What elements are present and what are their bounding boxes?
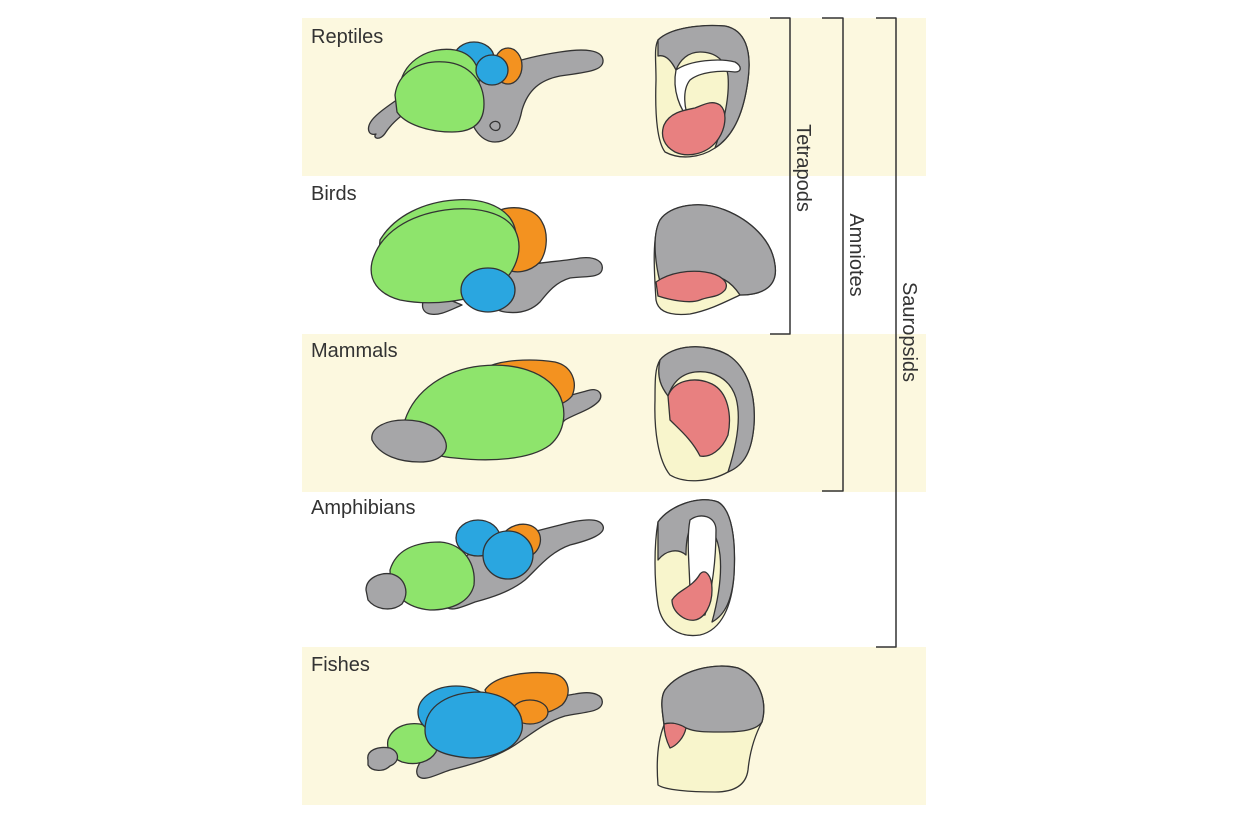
reptile-brain: [367, 41, 604, 143]
amphibian-optic-tectum: [482, 530, 534, 580]
label-fishes: Fishes: [311, 654, 370, 676]
mammal-forebrain: [404, 364, 565, 461]
reptile-forebrain: [394, 61, 485, 133]
mammal-section: [654, 346, 755, 482]
amphibian-forebrain: [389, 541, 475, 611]
amphibian-olfactory: [365, 572, 407, 610]
reptile-pituitary: [489, 120, 501, 132]
reptile-dvr: [661, 102, 726, 156]
bird-dvr: [655, 270, 727, 303]
label-birds: Birds: [311, 183, 357, 205]
fish-pallium-gray: [661, 665, 765, 733]
bracket-label-tetrapods: Tetrapods: [792, 124, 814, 212]
reptile-section: [654, 24, 750, 158]
bird-optic-tectum: [460, 267, 516, 313]
amphibian-section: [654, 499, 736, 637]
bracket-label-sauropsids: Sauropsids: [898, 282, 920, 382]
bracket-amniotes: [822, 17, 844, 492]
fish-section: [656, 665, 765, 793]
bracket-label-amniotes: Amniotes: [845, 213, 867, 296]
label-reptiles: Reptiles: [311, 26, 384, 48]
mammal-olfactory: [371, 419, 447, 463]
fish-pallium-red: [663, 722, 687, 749]
label-mammals: Mammals: [311, 340, 398, 362]
fish-brain: [367, 672, 603, 779]
mammal-striatum: [667, 379, 731, 457]
fish-olfactory: [367, 746, 399, 772]
amphibian-pallium-red: [671, 571, 713, 621]
bird-section: [653, 204, 777, 316]
fish-optic-tectum: [424, 691, 523, 759]
bird-brain: [370, 199, 603, 316]
label-amphibians: Amphibians: [311, 497, 416, 519]
amphibian-brain: [365, 519, 604, 611]
reptile-optic-tectum: [475, 54, 509, 86]
band-mammals: [302, 334, 926, 492]
bracket-tetrapods: [770, 17, 791, 335]
bracket-sauropsids: [876, 17, 897, 648]
mammal-brain: [371, 359, 602, 463]
